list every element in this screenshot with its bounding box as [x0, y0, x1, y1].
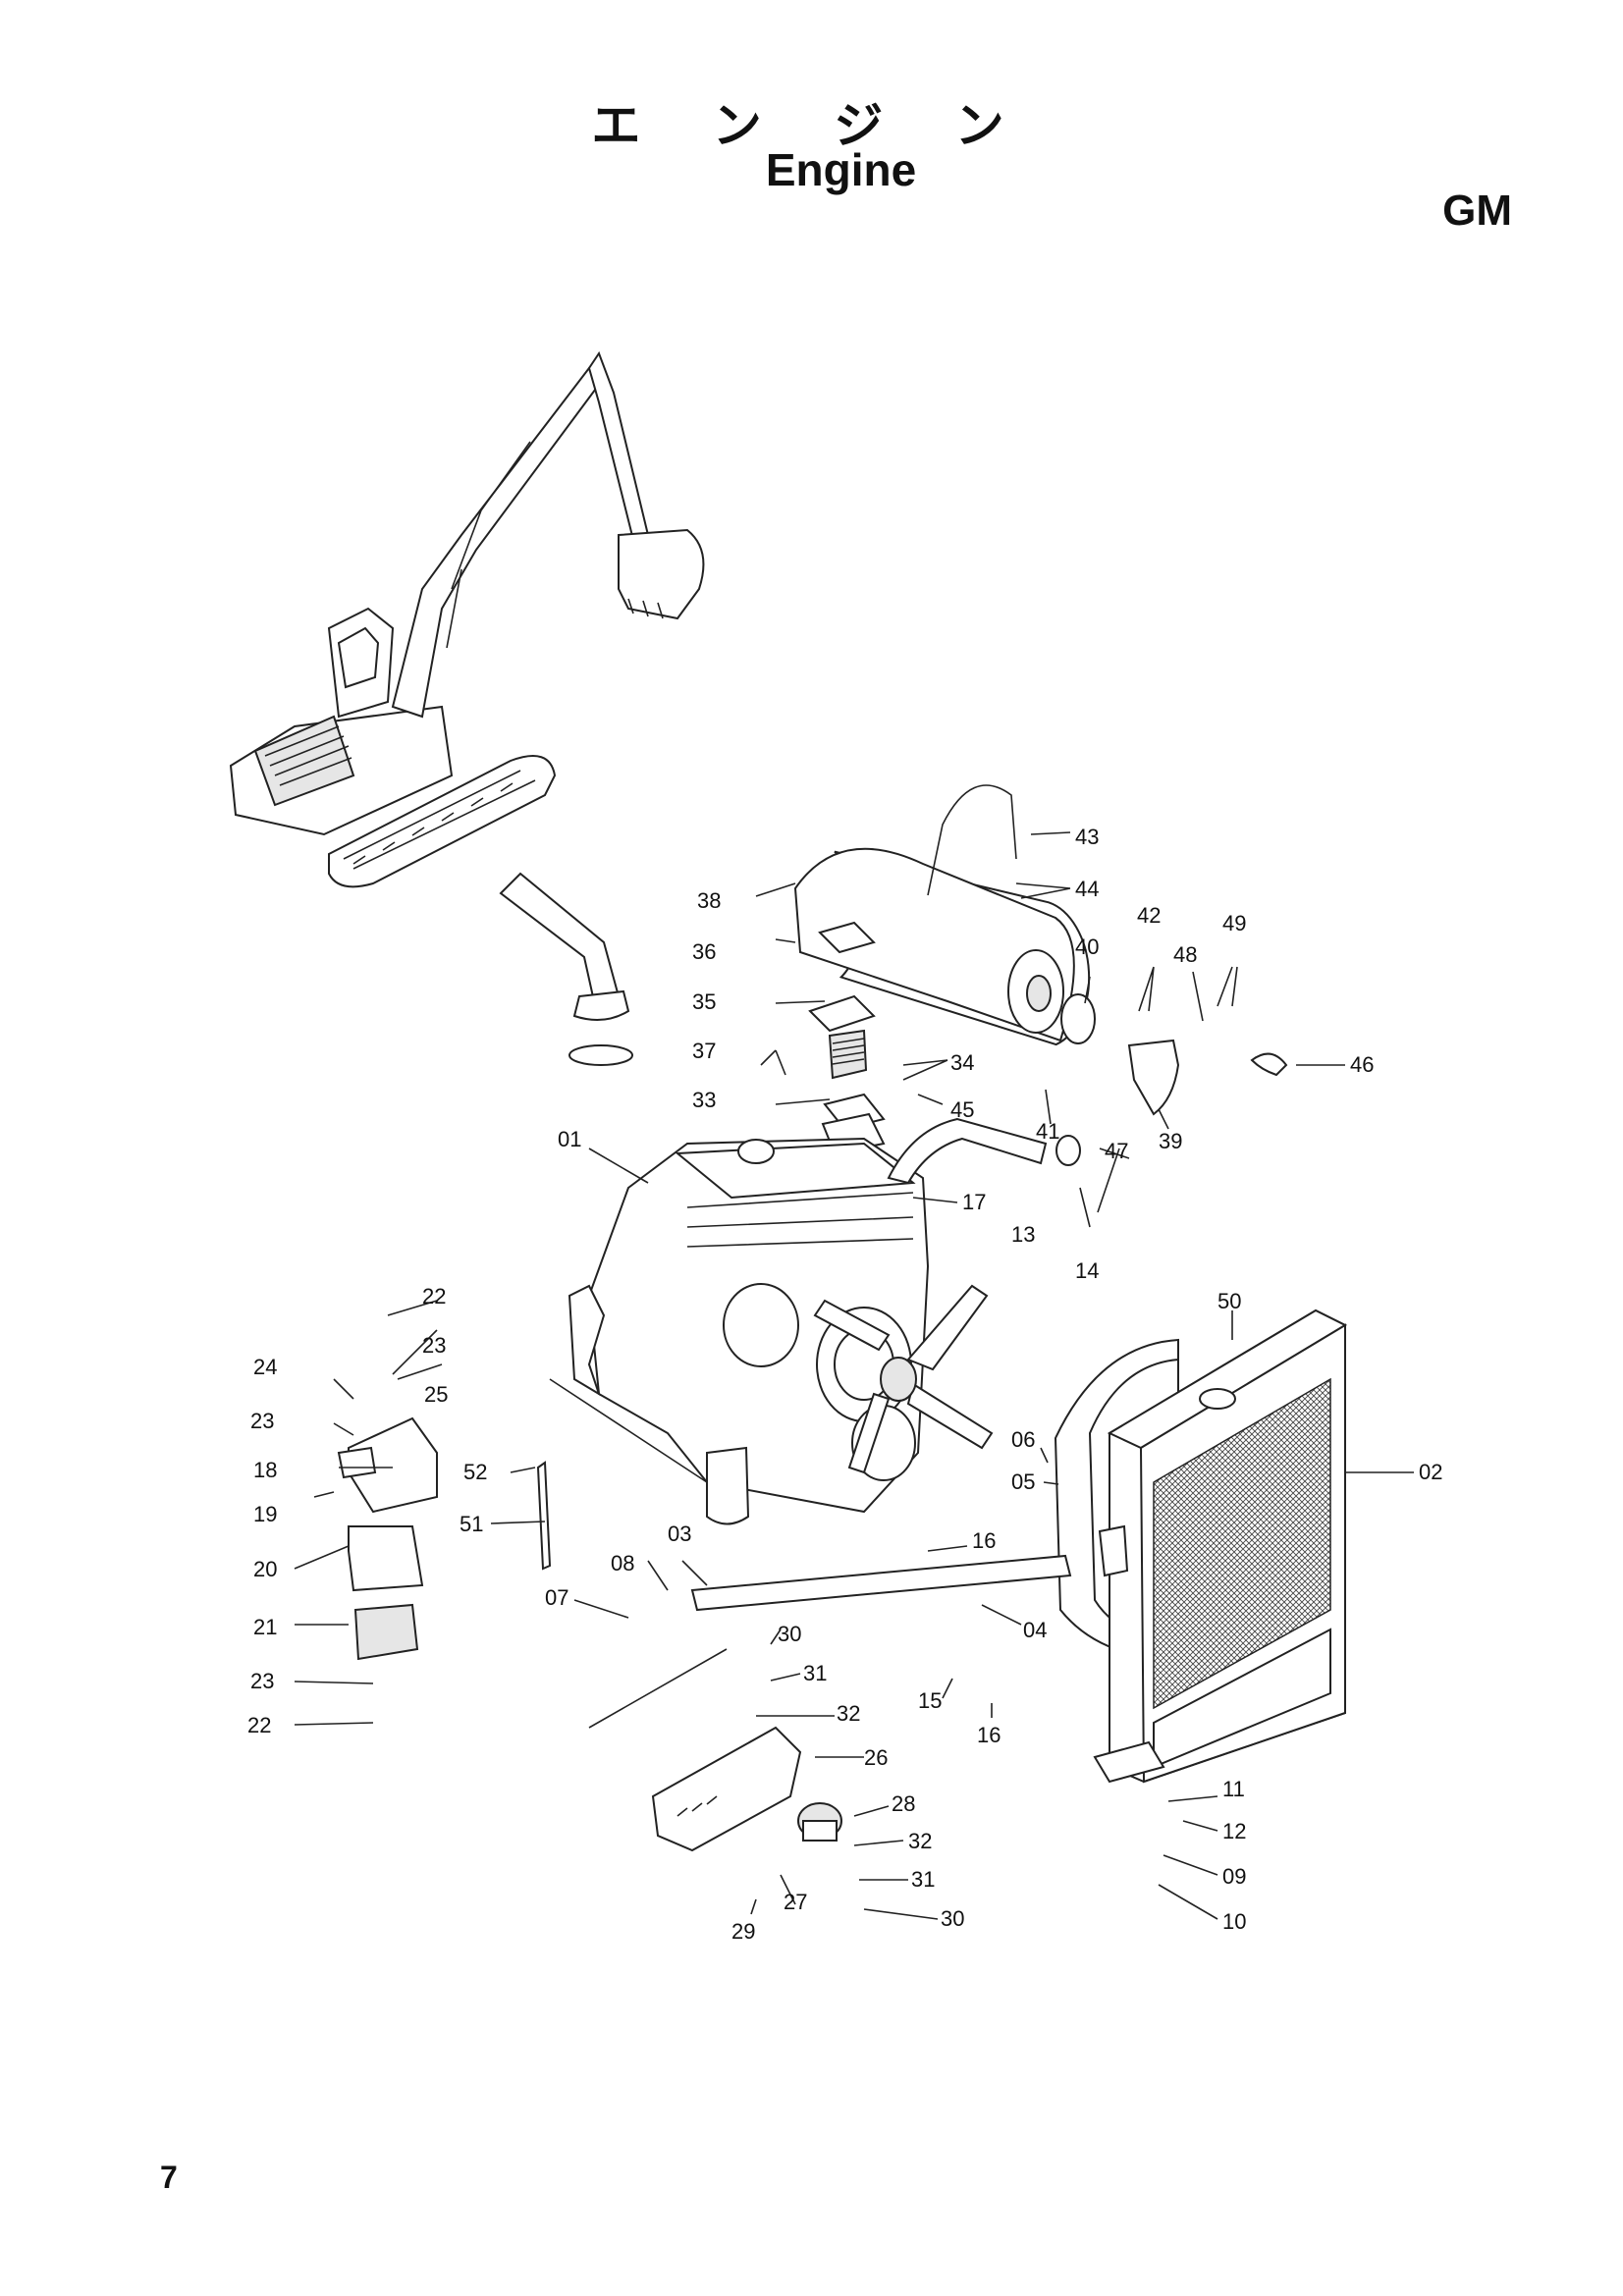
- callout-14: 14: [1075, 1258, 1099, 1283]
- callout-19: 19: [253, 1502, 277, 1526]
- callout-16-lower: 16: [977, 1723, 1001, 1747]
- callout-04: 04: [1023, 1618, 1047, 1642]
- callout-51: 51: [460, 1512, 483, 1536]
- callout-38: 38: [697, 888, 721, 913]
- radiator: [1054, 1308, 1348, 1784]
- callout-22-lower: 22: [247, 1713, 271, 1737]
- muffler-assembly: [793, 784, 1288, 1116]
- callout-48: 48: [1173, 942, 1197, 967]
- callout-47: 47: [1105, 1139, 1128, 1163]
- callout-32-upper: 32: [837, 1701, 860, 1726]
- rear-engine-mount: [651, 1726, 842, 1852]
- callout-40: 40: [1075, 934, 1099, 959]
- callout-09: 09: [1222, 1864, 1246, 1889]
- callout-07: 07: [545, 1585, 568, 1610]
- callout-02: 02: [1419, 1460, 1442, 1484]
- leader-lines: [294, 831, 1414, 1920]
- callout-46: 46: [1350, 1052, 1374, 1077]
- callout-31-upper: 31: [803, 1661, 827, 1685]
- callout-27: 27: [784, 1890, 807, 1914]
- callout-34: 34: [950, 1050, 974, 1075]
- page-number: 7: [160, 2160, 178, 2195]
- callout-08: 08: [611, 1551, 634, 1575]
- callout-31-lower: 31: [911, 1867, 935, 1892]
- callout-41: 41: [1036, 1119, 1059, 1144]
- callout-33: 33: [692, 1088, 716, 1112]
- callout-16-upper: 16: [972, 1528, 996, 1553]
- callout-24: 24: [253, 1355, 277, 1379]
- callout-22-upper: 22: [422, 1284, 446, 1308]
- callout-28: 28: [892, 1791, 915, 1816]
- callout-49: 49: [1222, 911, 1246, 935]
- callout-03: 03: [668, 1522, 691, 1546]
- callout-labels: 01 02 03 04 05 06 07 08 09 10 11 12 13 1…: [247, 825, 1442, 1944]
- callout-25: 25: [424, 1382, 448, 1407]
- callout-43: 43: [1075, 825, 1099, 849]
- callout-23-lower: 23: [250, 1669, 274, 1693]
- callout-05: 05: [1011, 1469, 1035, 1494]
- callout-42: 42: [1137, 903, 1161, 928]
- callout-52: 52: [463, 1460, 487, 1484]
- callout-39: 39: [1159, 1129, 1182, 1153]
- callout-18: 18: [253, 1458, 277, 1482]
- exhaust-pipe: [499, 872, 633, 1066]
- callout-45: 45: [950, 1097, 974, 1122]
- page-title-japanese: エ ン ジ ン: [591, 97, 1032, 154]
- exhaust-flanges: [808, 921, 886, 1155]
- callout-50: 50: [1217, 1289, 1241, 1313]
- section-code: GM: [1442, 187, 1512, 235]
- callout-21: 21: [253, 1615, 277, 1639]
- engine-block: [568, 1117, 1081, 1525]
- callout-20: 20: [253, 1557, 277, 1581]
- callout-35: 35: [692, 989, 716, 1014]
- callout-30-upper: 30: [778, 1622, 801, 1646]
- callout-13: 13: [1011, 1222, 1035, 1247]
- callout-29: 29: [731, 1919, 755, 1944]
- callout-10: 10: [1222, 1909, 1246, 1934]
- callout-12: 12: [1222, 1819, 1246, 1843]
- callout-36: 36: [692, 939, 716, 964]
- callout-06: 06: [1011, 1427, 1035, 1452]
- callout-32-lower: 32: [908, 1829, 932, 1853]
- tie-rod: [536, 1461, 1165, 1784]
- front-engine-mount: [337, 1416, 438, 1661]
- callout-15: 15: [918, 1688, 942, 1713]
- callout-01: 01: [558, 1127, 581, 1151]
- callout-17: 17: [962, 1190, 986, 1214]
- callout-26: 26: [864, 1745, 888, 1770]
- callout-37: 37: [692, 1039, 716, 1063]
- callout-11: 11: [1222, 1777, 1245, 1801]
- callout-23-middle: 23: [250, 1409, 274, 1433]
- excavator-illustration: [229, 350, 705, 888]
- callout-30-lower: 30: [941, 1906, 964, 1931]
- page-title: Engine: [765, 144, 917, 195]
- callout-44: 44: [1075, 877, 1099, 901]
- callout-23-upper: 23: [422, 1333, 446, 1358]
